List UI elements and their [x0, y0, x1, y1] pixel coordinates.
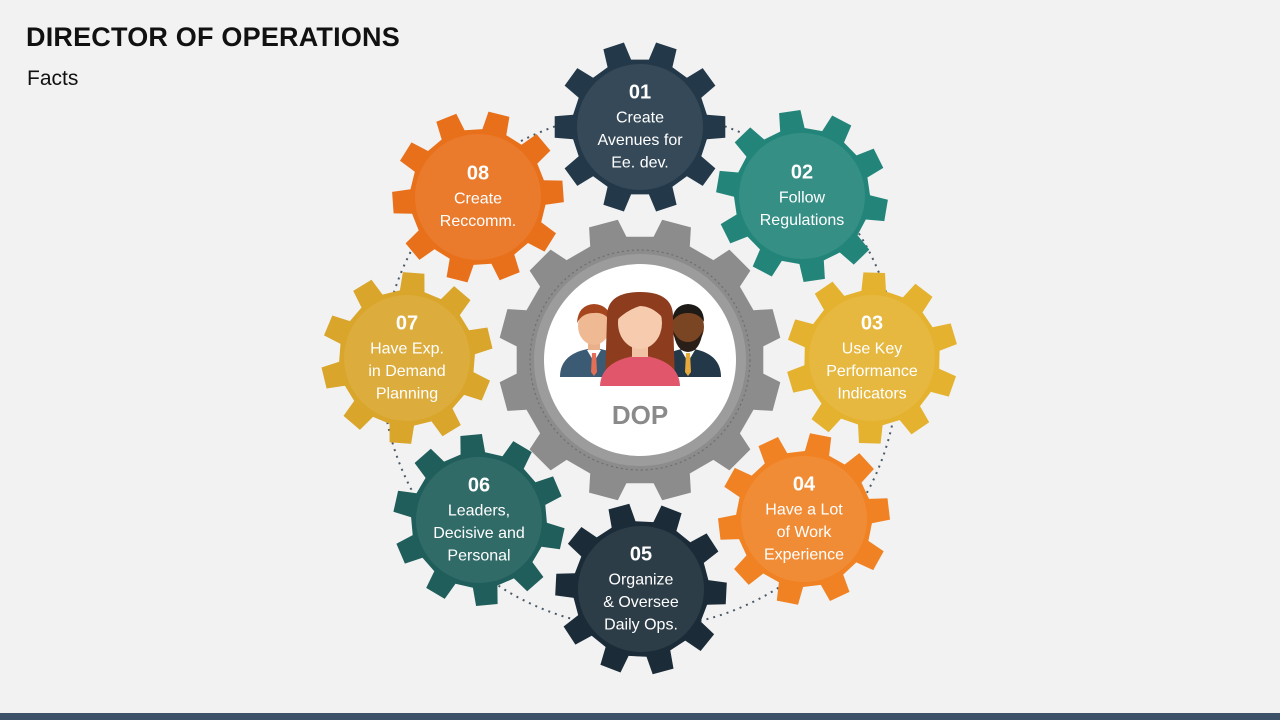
gear-label-line: Performance — [826, 363, 918, 380]
gear-label-line: Avenues for — [597, 132, 683, 149]
gear-label-line: Indicators — [837, 385, 906, 402]
gear-label-line: Follow — [779, 190, 826, 207]
gear-label-line: of Work — [777, 524, 833, 541]
gear-label-line: Decisive and — [433, 525, 525, 542]
page-title: DIRECTOR OF OPERATIONS — [26, 22, 400, 52]
gear-number: 08 — [467, 163, 489, 185]
gear-number: 01 — [629, 81, 651, 103]
gear-face — [415, 134, 541, 260]
gear-label-line: Create — [616, 109, 664, 126]
gear-label-line: Create — [454, 191, 502, 208]
gear-number: 04 — [793, 473, 816, 495]
center-gear-dash-ring — [529, 249, 751, 471]
gear-label-line: Reccomm. — [440, 213, 516, 230]
gear-face — [344, 295, 470, 421]
bottom-bar — [0, 713, 1280, 720]
gear-label-line: Daily Ops. — [604, 616, 678, 633]
gear-label-line: Regulations — [760, 212, 845, 229]
gear-label-line: Leaders, — [448, 502, 510, 519]
gear-label-line: Experience — [764, 546, 844, 563]
center-gear: DOP — [499, 219, 781, 501]
gear-number: 07 — [396, 312, 418, 334]
people-group-icon — [560, 292, 721, 386]
gear-number: 05 — [630, 543, 652, 565]
gear-label-line: Have a Lot — [765, 501, 843, 518]
gear-face — [809, 295, 935, 421]
gear-label-line: Have Exp. — [370, 340, 444, 357]
gear-face — [578, 526, 704, 652]
gear-label-line: Personal — [447, 547, 510, 564]
gear-face — [741, 456, 867, 582]
gear-label-line: Planning — [376, 385, 438, 402]
gear-label-line: in Demand — [368, 363, 445, 380]
gear-number: 06 — [468, 474, 490, 496]
gear-label-line: & Oversee — [603, 594, 679, 611]
gear-label-line: Use Key — [842, 340, 902, 357]
page-subtitle: Facts — [27, 67, 79, 90]
gear-label-line: Organize — [609, 571, 674, 588]
gear-face — [416, 457, 542, 583]
gear-label-line: Ee. dev. — [611, 154, 669, 171]
gear-face — [577, 64, 703, 190]
gear-number: 02 — [791, 162, 813, 184]
gear-face — [739, 133, 865, 259]
center-label: DOP — [612, 400, 668, 430]
gear-number: 03 — [861, 312, 883, 334]
